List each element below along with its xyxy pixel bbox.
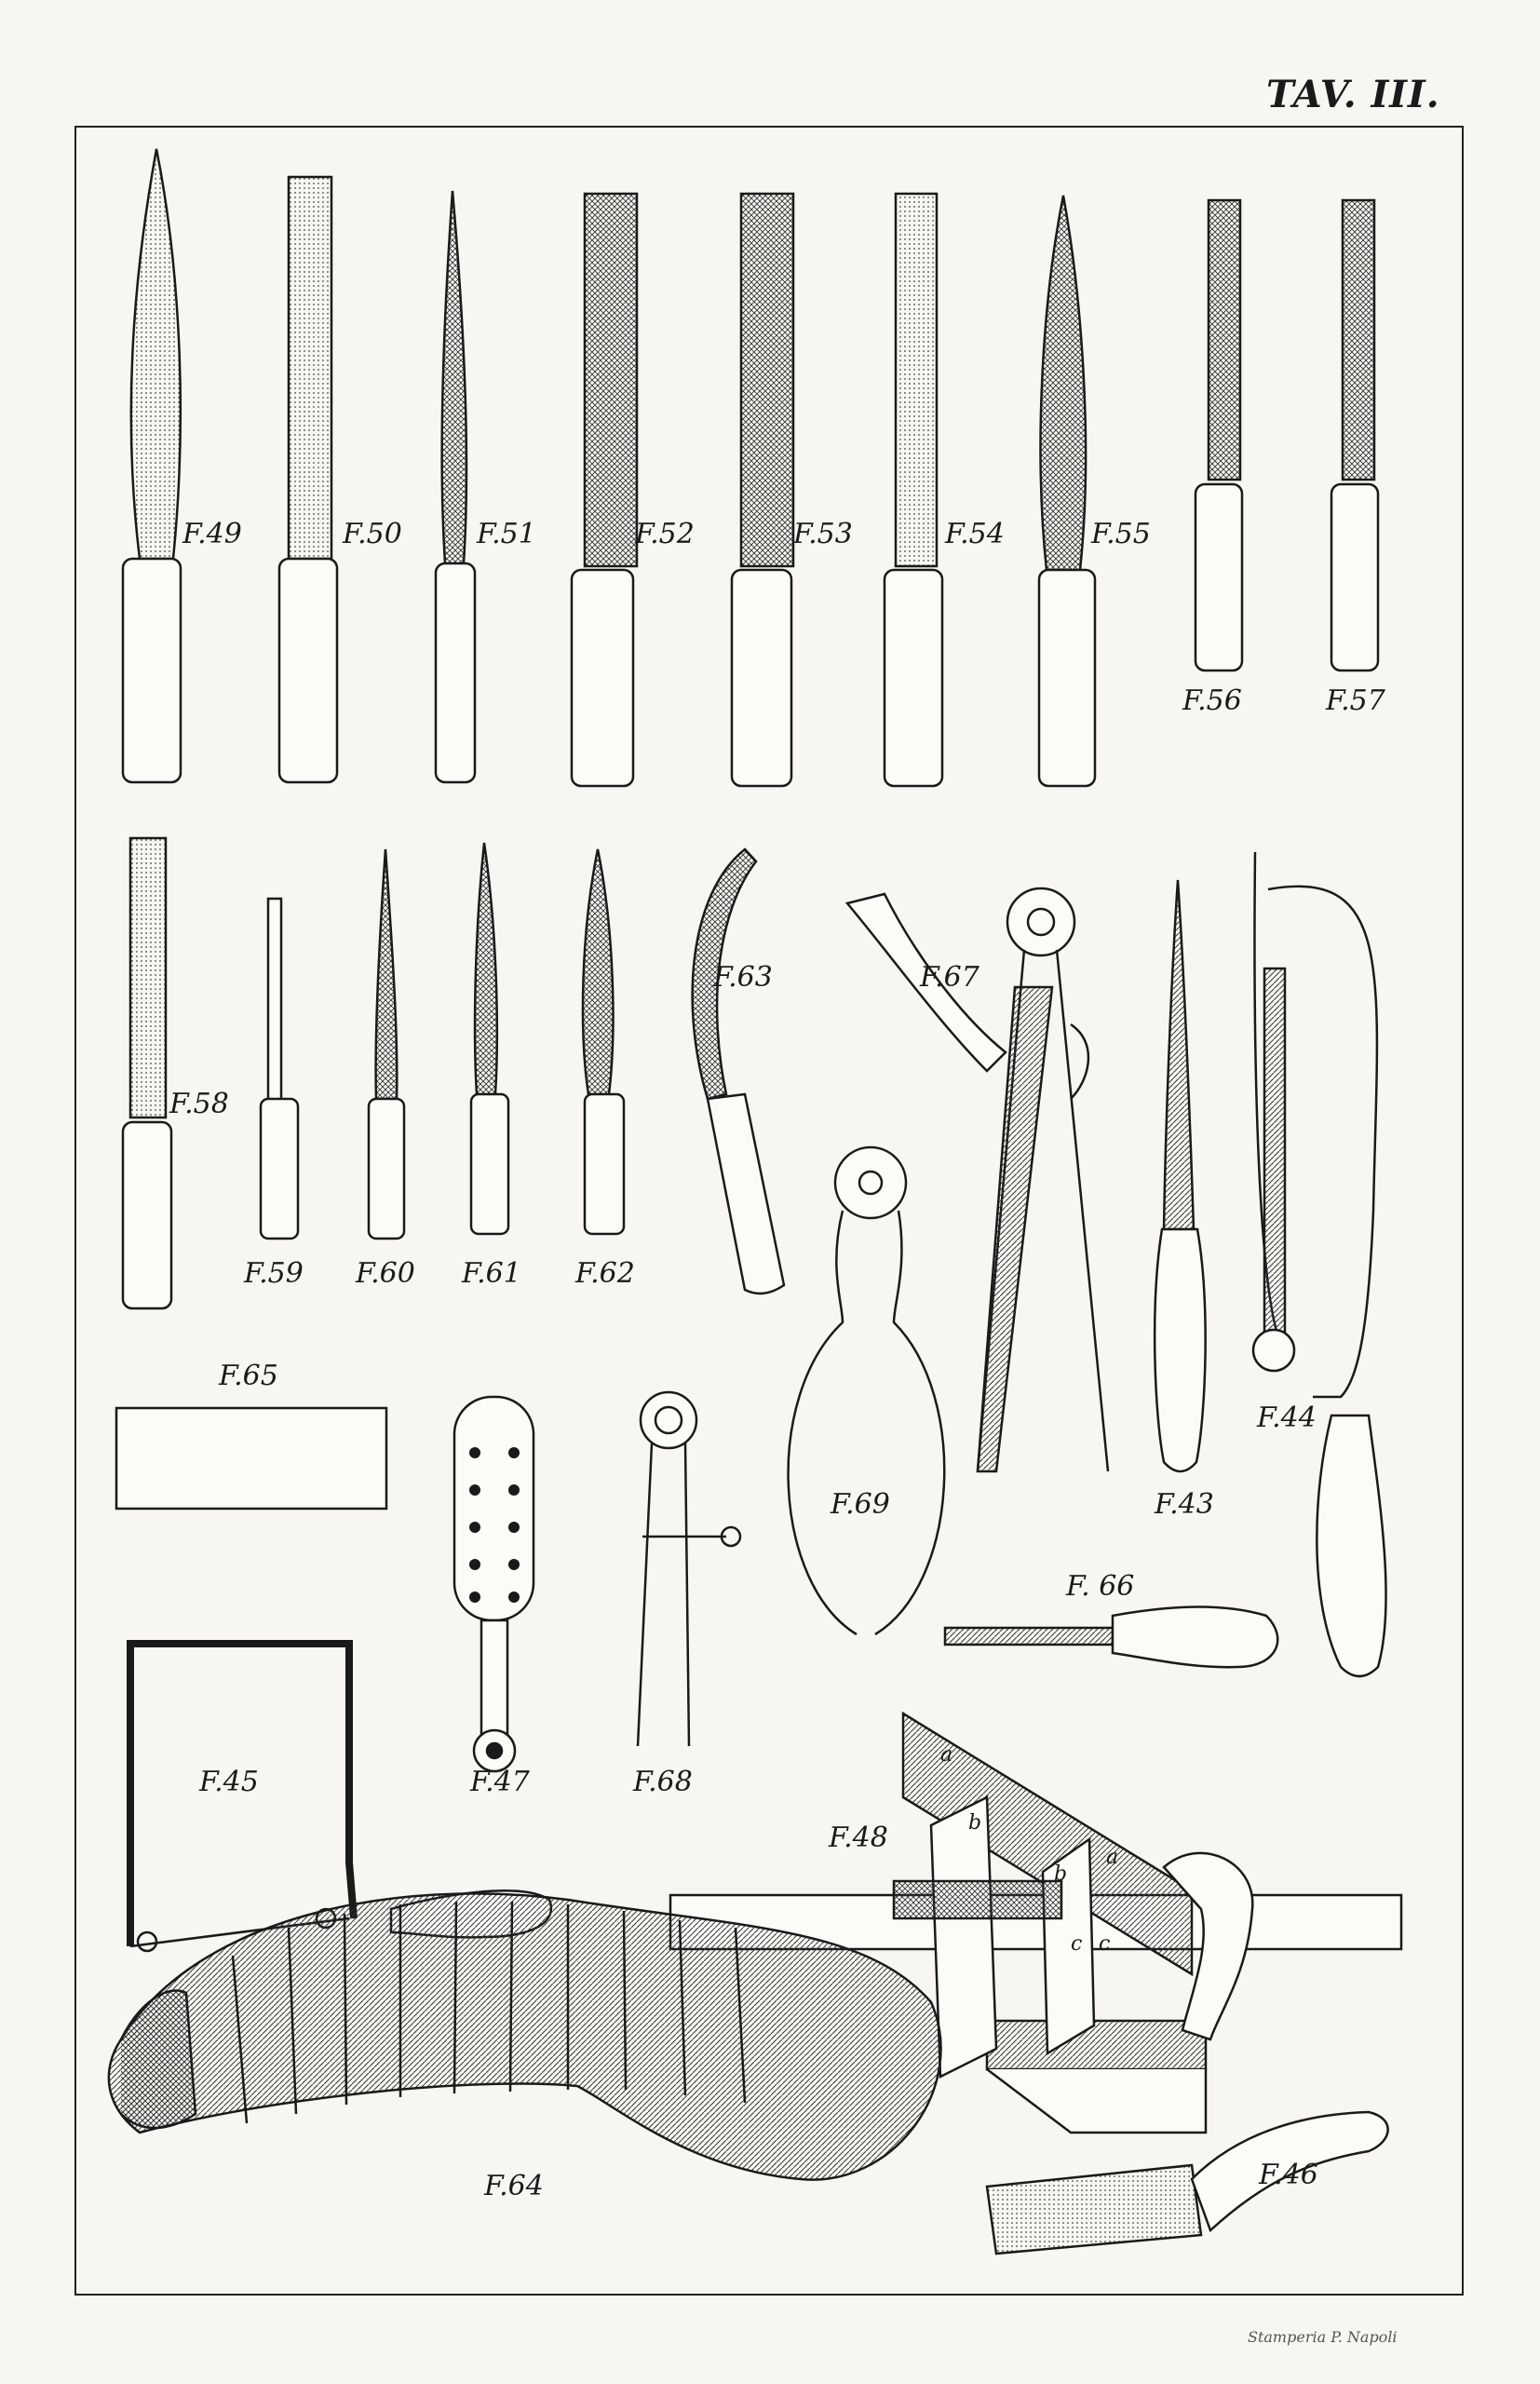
- label-fig-56: F.56: [1182, 684, 1242, 717]
- label-fig-68: F.68: [633, 1766, 693, 1798]
- file-fig-59: [259, 897, 300, 1240]
- file-fig-50: [277, 175, 339, 784]
- file-fig-52: [570, 192, 639, 788]
- label-fig-48: F.48: [829, 1822, 888, 1854]
- label-fig-47: F.47: [470, 1766, 530, 1798]
- label-fig-43: F.43: [1155, 1488, 1214, 1521]
- plate-frame: [74, 126, 1464, 2296]
- reamer-fig-43: [1153, 879, 1207, 1473]
- miter-letter-b2: b: [1054, 1862, 1068, 1886]
- whetstone-fig-65: [115, 1406, 388, 1510]
- label-fig-61: F.61: [462, 1257, 521, 1290]
- label-fig-65: F.65: [219, 1360, 278, 1392]
- curved-rasp-fig-63: [691, 847, 786, 1295]
- compass-fig-67: [844, 887, 1110, 1473]
- file-fig-56: [1194, 198, 1244, 672]
- file-fig-57: [1330, 198, 1380, 672]
- label-fig-53: F.53: [793, 518, 853, 550]
- label-fig-54: F.54: [945, 518, 1005, 550]
- label-fig-57: F.57: [1326, 684, 1385, 717]
- miter-letter-c2: c: [1099, 1932, 1111, 1956]
- label-fig-51: F.51: [477, 518, 536, 550]
- label-fig-69: F.69: [831, 1488, 890, 1521]
- miter-box-fig-48: [669, 1711, 1403, 2134]
- spokeshave-fig-46: [985, 2110, 1389, 2255]
- label-fig-66: F. 66: [1066, 1570, 1135, 1603]
- twine-hank-fig-64: [107, 1892, 942, 2181]
- label-fig-60: F.60: [356, 1257, 415, 1290]
- label-fig-64: F.64: [484, 2170, 544, 2202]
- file-fig-54: [883, 192, 944, 788]
- label-fig-55: F.55: [1091, 518, 1151, 550]
- label-fig-46: F.46: [1259, 2159, 1318, 2191]
- miter-letter-b1: b: [968, 1811, 982, 1835]
- file-fig-61: [469, 842, 510, 1236]
- label-fig-67: F.67: [920, 961, 979, 994]
- plate-title: TAV. III.: [1266, 73, 1440, 116]
- label-fig-63: F.63: [713, 961, 773, 994]
- miter-letter-c1: c: [1071, 1932, 1083, 1956]
- label-fig-49: F.49: [182, 518, 242, 550]
- file-fig-55: [1037, 195, 1097, 788]
- file-fig-58: [121, 836, 173, 1310]
- label-fig-44: F.44: [1257, 1402, 1317, 1434]
- hacksaw-fig-44: [1251, 851, 1387, 1678]
- label-fig-50: F.50: [343, 518, 402, 550]
- label-fig-58: F.58: [169, 1088, 229, 1120]
- label-fig-45: F.45: [199, 1766, 259, 1798]
- printer-credit: Stamperia P. Napoli: [1248, 2328, 1398, 2346]
- screwdriver-fig-66: [943, 1605, 1279, 1669]
- label-fig-62: F.62: [575, 1257, 635, 1290]
- miter-letter-a1: a: [940, 1743, 953, 1767]
- wire-gauge-fig-47: [453, 1395, 535, 1773]
- label-fig-59: F.59: [244, 1257, 304, 1290]
- file-fig-62: [581, 848, 626, 1236]
- miter-letter-a2: a: [1106, 1846, 1119, 1869]
- dividers-fig-68: [636, 1390, 742, 1747]
- file-fig-49: [121, 148, 182, 784]
- calipers-fig-69: [787, 1145, 946, 1636]
- file-fig-51: [434, 190, 477, 784]
- file-fig-53: [730, 192, 795, 788]
- label-fig-52: F.52: [635, 518, 695, 550]
- file-fig-60: [367, 848, 406, 1240]
